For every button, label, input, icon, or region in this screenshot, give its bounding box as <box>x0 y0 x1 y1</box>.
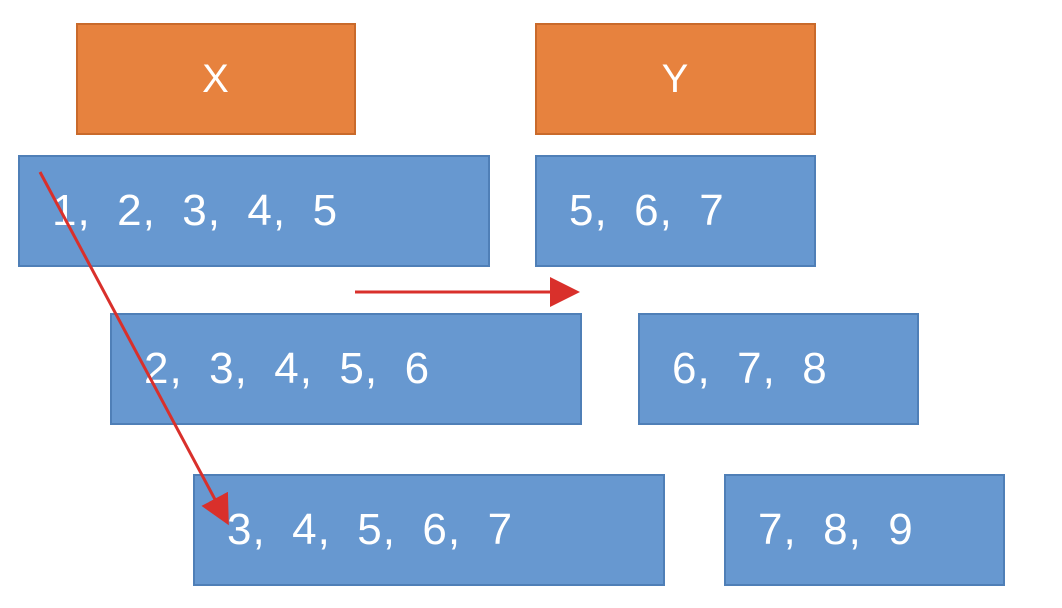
y-window-values: 6, 7, 8 <box>672 344 828 393</box>
header-x-label: X <box>202 56 230 101</box>
x-window-row-2: 2, 3, 4, 5, 6 <box>110 313 582 425</box>
header-y: Y <box>535 23 816 135</box>
x-window-row-1: 1, 2, 3, 4, 5 <box>18 155 490 267</box>
x-window-row-3: 3, 4, 5, 6, 7 <box>193 474 665 586</box>
x-window-values: 3, 4, 5, 6, 7 <box>227 505 514 554</box>
x-window-values: 2, 3, 4, 5, 6 <box>144 344 431 393</box>
y-window-row-3: 7, 8, 9 <box>724 474 1005 586</box>
y-window-values: 5, 6, 7 <box>569 186 725 235</box>
header-x: X <box>76 23 356 135</box>
y-window-row-1: 5, 6, 7 <box>535 155 816 267</box>
x-window-values: 1, 2, 3, 4, 5 <box>52 186 339 235</box>
header-y-label: Y <box>661 56 690 101</box>
y-window-row-2: 6, 7, 8 <box>638 313 919 425</box>
y-window-values: 7, 8, 9 <box>758 505 914 554</box>
